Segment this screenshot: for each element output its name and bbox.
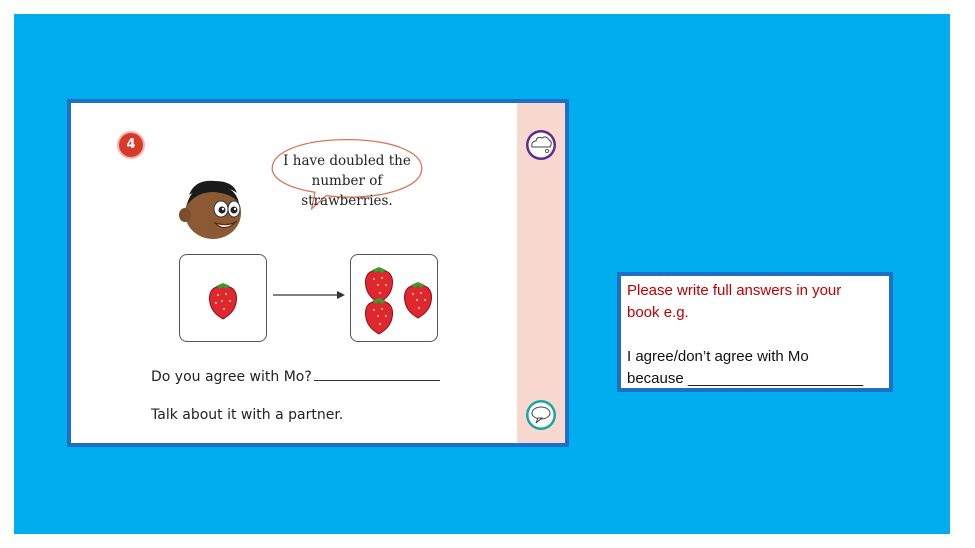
instruction-note: Please write full answers in your book e…	[617, 272, 893, 392]
worksheet-card: 4 I have doubled the number of strawberr…	[67, 99, 569, 447]
worksheet-page: 4 I have doubled the number of strawberr…	[71, 103, 565, 443]
question-line: Do you agree with Mo?	[151, 368, 440, 385]
speech-line-2: number of strawberries.	[301, 173, 393, 209]
tripled-strawberry-box	[350, 254, 438, 342]
speech-bubble	[271, 138, 423, 211]
partner-prompt: Talk about it with a partner.	[151, 407, 344, 423]
arrow-icon	[273, 291, 345, 299]
thinking-cloud-icon	[526, 130, 556, 160]
instruction-line-1: Please write full answers in your	[627, 282, 842, 299]
speech-bubble-icon	[526, 400, 556, 430]
instruction-note-body: Please write full answers in your book e…	[621, 276, 889, 388]
example-line-1: I agree/don’t agree with Mo	[627, 348, 809, 365]
answer-blank	[313, 368, 440, 381]
speech-line-1: I have doubled the	[283, 153, 411, 169]
single-strawberry-box	[179, 254, 267, 342]
instruction-line-2: book e.g.	[627, 304, 689, 321]
mo-character-icon	[179, 180, 241, 239]
worksheet-sidebar	[517, 103, 565, 443]
speech-text: I have doubled the number of strawberrie…	[264, 151, 430, 211]
strawberry-icon	[209, 283, 237, 320]
strawberries-icon	[365, 267, 432, 335]
spacer	[627, 324, 883, 346]
question-text: Do you agree with Mo?	[151, 369, 312, 385]
question-number-badge: 4	[119, 133, 143, 157]
example-line-2: because _____________________	[627, 370, 864, 387]
